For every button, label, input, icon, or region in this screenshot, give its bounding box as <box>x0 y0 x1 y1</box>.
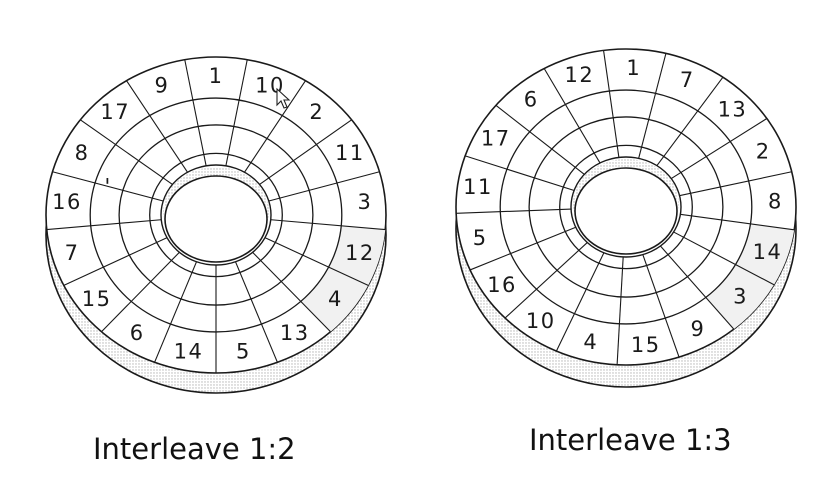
sector-label: 6 <box>524 87 539 111</box>
caption-interleave-1-2: Interleave 1:2 <box>93 432 296 466</box>
sector-divider <box>654 76 724 169</box>
sector-divider <box>616 254 624 365</box>
shaded-sector <box>705 264 775 330</box>
sector-label: 6 <box>130 321 145 345</box>
sector-label: 8 <box>768 189 783 213</box>
sector-divider <box>641 251 680 358</box>
sector-label: 15 <box>631 333 661 357</box>
sector-divider <box>464 155 578 193</box>
sector-label: 12 <box>564 63 594 87</box>
sector-label: 11 <box>335 141 365 165</box>
sector-divider <box>676 213 795 231</box>
sector-divider <box>261 235 369 286</box>
sector-label: 17 <box>100 100 130 124</box>
sector-divider <box>266 218 386 231</box>
sector-divider <box>667 118 768 181</box>
sector-label: 11 <box>463 175 493 199</box>
sector-divider <box>603 50 620 161</box>
sector-divider <box>495 104 588 177</box>
sector-divider <box>249 249 331 333</box>
sector-label: 4 <box>583 330 598 354</box>
sector-label: 5 <box>473 226 488 250</box>
center-hole <box>164 175 268 263</box>
sector-divider <box>154 258 199 363</box>
shaded-sector <box>328 225 386 286</box>
sector-divider <box>657 243 735 330</box>
sector-divider <box>637 53 667 162</box>
stray-mark: ' <box>104 174 111 198</box>
sector-label: 15 <box>82 287 112 311</box>
sector-label: 3 <box>358 190 373 214</box>
sector-label: 9 <box>691 317 706 341</box>
sector-divider <box>224 59 248 169</box>
sector-divider <box>46 218 166 231</box>
sector-divider <box>264 171 380 203</box>
sector-divider <box>469 225 580 271</box>
sector-label: 13 <box>280 321 310 345</box>
sector-label: 10 <box>526 309 556 333</box>
sector-divider <box>52 171 168 203</box>
sector-divider <box>256 119 352 187</box>
sector-label: 9 <box>155 73 170 97</box>
sector-label: 16 <box>52 190 82 214</box>
sector-divider <box>555 250 606 352</box>
sector-divider <box>233 258 278 363</box>
sector-label: 1 <box>209 64 224 88</box>
sector-divider <box>126 80 190 176</box>
sector-divider <box>63 235 171 286</box>
sector-label: 3 <box>733 284 748 308</box>
sector-label: 14 <box>753 240 783 264</box>
sector-label: 7 <box>680 68 695 92</box>
sector-divider <box>456 208 576 214</box>
sector-label: 4 <box>328 287 343 311</box>
sector-divider <box>80 119 176 187</box>
sector-divider <box>670 229 775 286</box>
center-hole <box>574 167 678 255</box>
sector-label: 7 <box>65 241 80 265</box>
sector-label: 13 <box>718 97 748 121</box>
shaded-sector <box>300 267 369 332</box>
sector-label: 2 <box>309 100 324 124</box>
sector-label: 17 <box>481 127 511 151</box>
sector-label: 1 <box>626 56 641 80</box>
sector-label: 5 <box>236 340 251 364</box>
sector-divider <box>184 59 208 169</box>
sector-divider <box>543 68 602 166</box>
sector-divider <box>101 249 183 333</box>
track-ring-3 <box>559 144 693 270</box>
track-ring-2 <box>528 116 724 298</box>
mouse-cursor-icon <box>276 87 291 109</box>
sector-label: 2 <box>756 140 771 164</box>
track-ring-1 <box>499 89 753 325</box>
sector-label: 14 <box>174 340 204 364</box>
shaded-sector <box>735 223 795 285</box>
sector-label: 8 <box>75 141 90 165</box>
sector-divider <box>242 80 306 176</box>
sector-divider <box>504 239 591 319</box>
sector-label: 12 <box>345 241 375 265</box>
sector-label: 16 <box>487 273 517 297</box>
sector-divider <box>675 171 792 197</box>
caption-interleave-1-3: Interleave 1:3 <box>529 423 732 457</box>
